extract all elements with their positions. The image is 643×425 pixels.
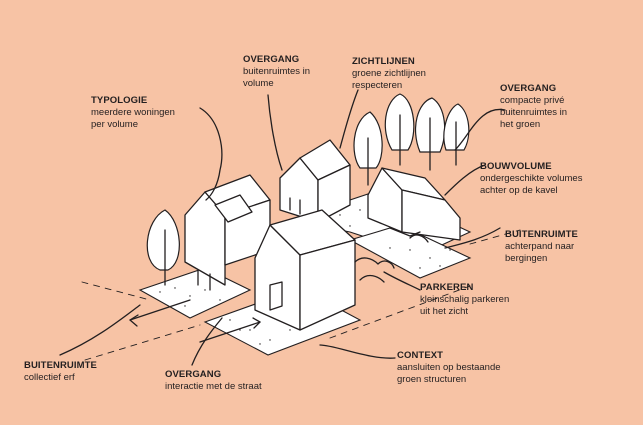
gravel-texture	[159, 209, 451, 345]
label-overgang-bottom: OVERGANG interactie met de straat	[165, 369, 262, 393]
label-line: collectief erf	[24, 372, 75, 383]
label-bouwvolume: BOUWVOLUME ondergeschikte volumes achter…	[480, 161, 582, 197]
leader-buitenruimte-right	[444, 227, 501, 249]
trees	[146, 93, 470, 286]
label-line: kleinschalig parkeren	[420, 294, 510, 305]
leader-overgang-top	[267, 94, 283, 171]
label-overgang-right: OVERGANG compacte privé buitenruimtes in…	[500, 83, 567, 131]
label-title: BUITENRUIMTE	[24, 360, 97, 371]
street-edge-right-top	[469, 229, 521, 245]
label-line: per volume	[91, 119, 138, 130]
label-title: ZICHTLIJNEN	[352, 56, 415, 67]
hedges	[354, 234, 429, 283]
label-line: aansluiten op bestaande	[397, 362, 501, 373]
label-line: groene zichtlijnen	[352, 68, 426, 79]
label-line: achter op de kavel	[480, 185, 558, 196]
label-line: buitenruimtes in	[500, 107, 568, 118]
label-typologie: TYPOLOGIE meerdere woningen per volume	[91, 95, 175, 131]
leader-zichtlijnen	[339, 89, 359, 149]
leader-context	[319, 344, 396, 359]
label-line: ondergeschikte volumes	[480, 173, 583, 184]
label-line: achterpand naar	[505, 241, 575, 252]
label-title: BOUWVOLUME	[480, 161, 552, 172]
label-title: BUITENRUIMTE	[505, 229, 578, 240]
arrow-left	[129, 299, 191, 321]
leader-typologie	[199, 107, 223, 201]
leader-parkeren	[383, 271, 421, 291]
label-parkeren: PARKEREN kleinschalig parkeren uit het z…	[420, 282, 509, 318]
leader-lines	[59, 89, 506, 366]
leader-overgang-right	[454, 108, 506, 151]
label-line: meerdere woningen	[91, 107, 175, 118]
label-line: bergingen	[505, 253, 548, 264]
house-right	[367, 167, 461, 241]
label-title: TYPOLOGIE	[91, 95, 148, 106]
arrows	[129, 299, 261, 343]
label-line: uit het zicht	[420, 306, 469, 317]
leader-buitenruimte-left	[59, 304, 141, 356]
leader-bouwvolume	[444, 164, 486, 196]
leader-overgang-bottom	[191, 317, 223, 366]
label-line: het groen	[500, 119, 541, 130]
street-edge-right	[329, 285, 471, 339]
label-buitenruimte-right: BUITENRUIMTE achterpand naar bergingen	[505, 229, 578, 265]
label-line: buitenruimtes in	[243, 66, 311, 77]
label-line: volume	[243, 78, 274, 89]
label-buitenruimte-left: BUITENRUIMTE collectief erf	[24, 360, 97, 384]
house-middle-back	[279, 139, 351, 223]
label-line: groen structuren	[397, 374, 467, 385]
street-edge-left	[81, 281, 151, 301]
house-front	[254, 209, 356, 331]
label-title: OVERGANG	[243, 54, 300, 65]
label-zichtlijnen: ZICHTLIJNEN groene zichtlijnen respecter…	[352, 56, 426, 92]
label-context: CONTEXT aansluiten op bestaande groen st…	[397, 350, 501, 386]
label-overgang-top: OVERGANG buitenruimtes in volume	[243, 54, 310, 90]
label-title: PARKEREN	[420, 282, 474, 293]
street-edge-left-bottom	[84, 324, 201, 361]
label-title: OVERGANG	[165, 369, 222, 380]
label-line: interactie met de straat	[165, 381, 262, 392]
label-title: OVERGANG	[500, 83, 557, 94]
label-title: CONTEXT	[397, 350, 444, 361]
label-line: compacte privé	[500, 95, 565, 106]
label-line: respecteren	[352, 80, 403, 91]
